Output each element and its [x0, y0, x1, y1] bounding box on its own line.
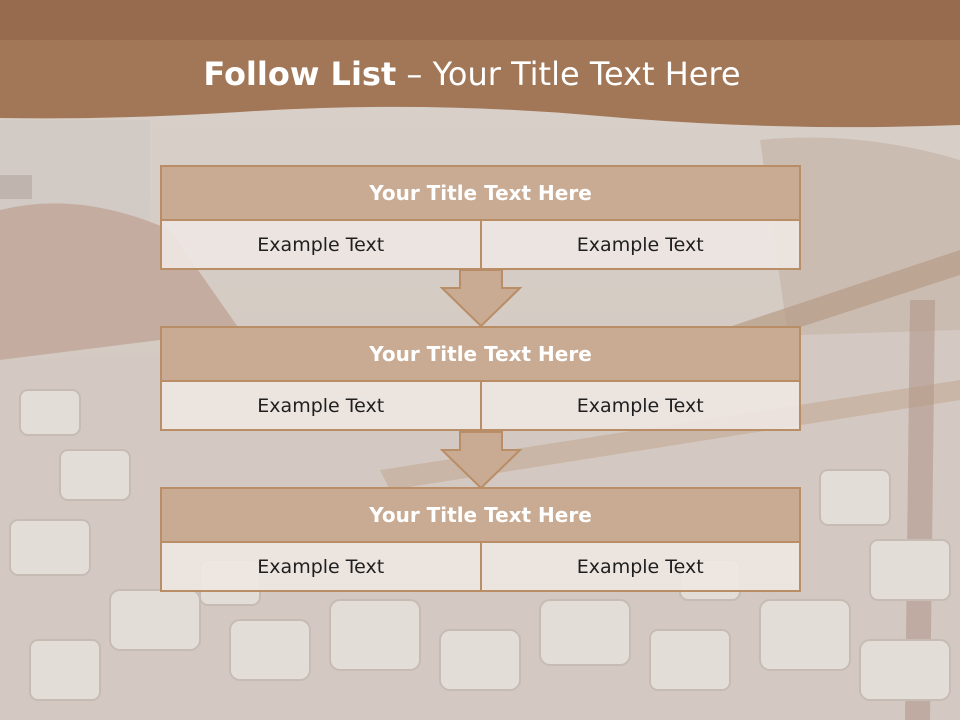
step-title: Your Title Text Here — [160, 487, 801, 543]
step-cell-left: Example Text — [162, 382, 480, 429]
step-cell-right: Example Text — [479, 221, 799, 268]
step-cell-right: Example Text — [479, 543, 799, 590]
step-cell-right: Example Text — [479, 382, 799, 429]
step-box-1: Your Title Text Here Example Text Exampl… — [160, 165, 801, 270]
step-box-2: Your Title Text Here Example Text Exampl… — [160, 326, 801, 431]
slide-title: Follow List – Your Title Text Here — [0, 52, 944, 96]
down-arrow-icon — [439, 431, 523, 490]
step-row: Example Text Example Text — [160, 221, 801, 270]
slide-title-bold: Follow List — [203, 55, 397, 93]
step-box-3: Your Title Text Here Example Text Exampl… — [160, 487, 801, 592]
slide-title-rest: – Your Title Text Here — [396, 55, 741, 93]
step-cell-left: Example Text — [162, 543, 480, 590]
down-arrow-icon — [439, 269, 523, 328]
step-row: Example Text Example Text — [160, 382, 801, 431]
step-title: Your Title Text Here — [160, 326, 801, 382]
step-cell-left: Example Text — [162, 221, 480, 268]
step-title: Your Title Text Here — [160, 165, 801, 221]
step-row: Example Text Example Text — [160, 543, 801, 592]
